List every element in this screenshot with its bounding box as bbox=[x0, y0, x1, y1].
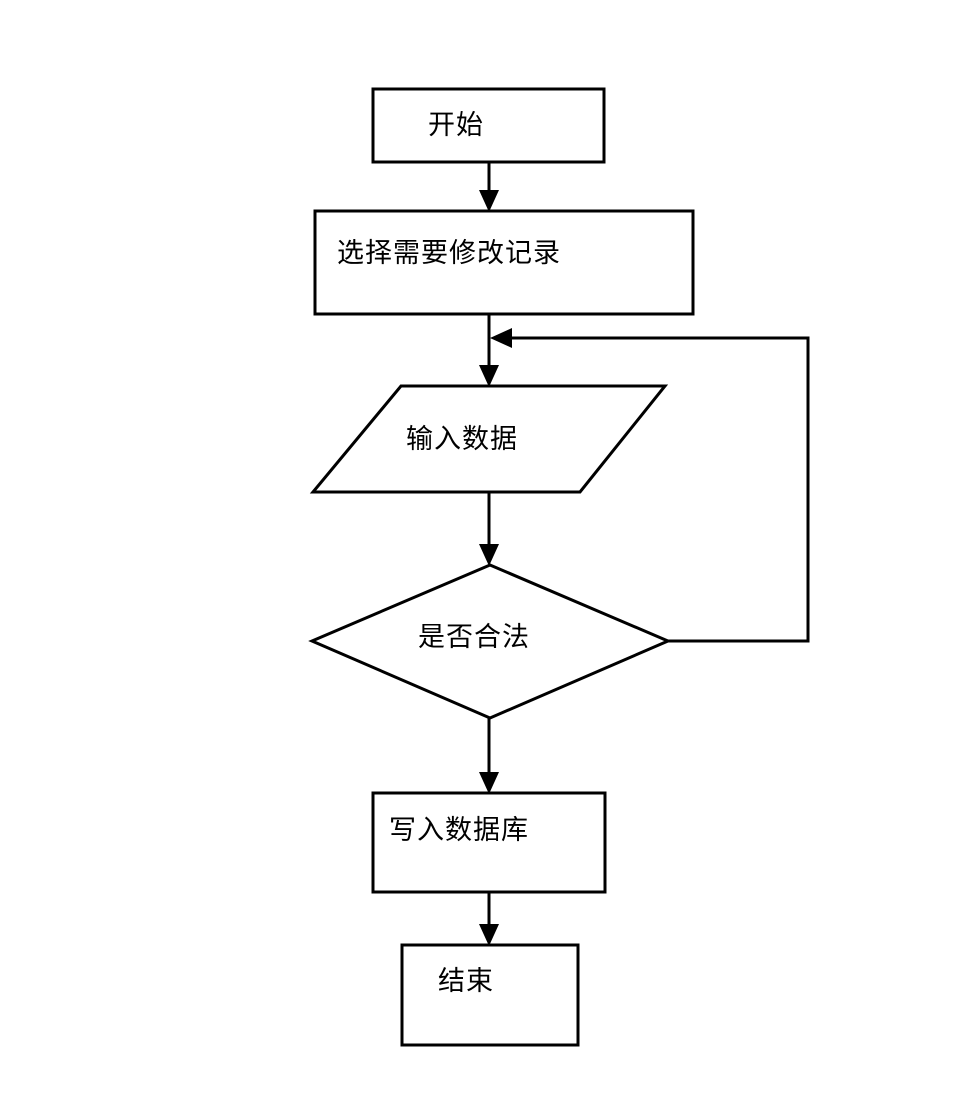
node-select-record-label: 选择需要修改记录 bbox=[337, 238, 561, 269]
arrow-head-down bbox=[479, 772, 499, 794]
arrow-head-down bbox=[479, 924, 499, 946]
node-input-data-shape[interactable] bbox=[309, 384, 669, 494]
node-is-valid-label: 是否合法 bbox=[418, 622, 530, 653]
arrow-head-down bbox=[479, 544, 499, 566]
node-is-valid-shape[interactable] bbox=[308, 563, 672, 720]
node-end-shape[interactable] bbox=[400, 943, 580, 1047]
node-select-record-shape[interactable] bbox=[313, 209, 695, 316]
node-write-database-label: 写入数据库 bbox=[389, 815, 529, 846]
arrow-head-left bbox=[490, 328, 512, 348]
edge-decision-retry-loop bbox=[490, 328, 810, 643]
node-start-label: 开始 bbox=[428, 110, 484, 141]
edge-input-to-decision bbox=[479, 492, 499, 566]
node-start-shape[interactable] bbox=[371, 87, 606, 164]
node-write-database-shape[interactable] bbox=[371, 791, 607, 894]
edge-start-to-select bbox=[479, 162, 499, 212]
node-input-data-label: 输入数据 bbox=[406, 424, 518, 455]
arrow-head-down bbox=[479, 190, 499, 212]
node-end-label: 结束 bbox=[438, 966, 494, 997]
edge-select-to-input bbox=[479, 314, 499, 387]
arrow-head-down bbox=[479, 365, 499, 387]
edge-write-to-end bbox=[479, 892, 499, 946]
edge-decision-to-write bbox=[479, 718, 499, 794]
